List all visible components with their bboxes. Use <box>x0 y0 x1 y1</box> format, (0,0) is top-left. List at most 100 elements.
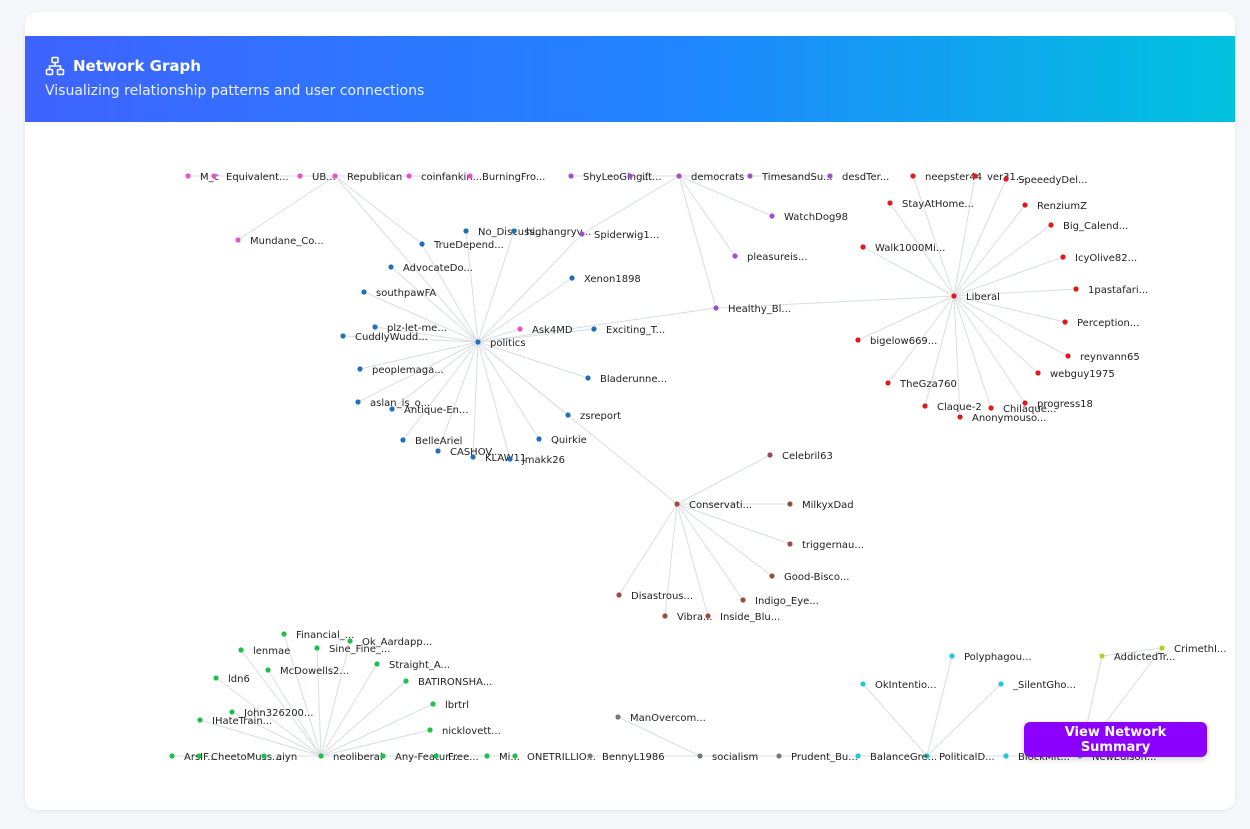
graph-node[interactable]: aiyn <box>261 752 297 763</box>
graph-node[interactable]: BalanceGre... <box>855 752 937 763</box>
graph-node-dot[interactable] <box>340 333 346 339</box>
graph-node-dot[interactable] <box>565 412 571 418</box>
graph-node[interactable]: Liberal <box>951 292 1000 303</box>
graph-node-dot[interactable] <box>1022 202 1028 208</box>
graph-node-dot[interactable] <box>910 173 916 179</box>
graph-node-dot[interactable] <box>265 667 271 673</box>
graph-node-dot[interactable] <box>972 173 978 179</box>
graph-node-dot[interactable] <box>475 339 481 345</box>
graph-node-dot[interactable] <box>767 452 773 458</box>
graph-node-dot[interactable] <box>922 403 928 409</box>
graph-node[interactable]: Spiderwig1... <box>579 230 659 241</box>
graph-node-dot[interactable] <box>769 213 775 219</box>
graph-node[interactable]: Any-Featur... <box>380 752 458 763</box>
graph-node-dot[interactable] <box>213 675 219 681</box>
graph-node-dot[interactable] <box>676 173 682 179</box>
graph-node[interactable]: politics <box>475 338 525 349</box>
graph-node-dot[interactable] <box>1048 222 1054 228</box>
graph-node[interactable]: TimesandSu... <box>747 172 833 183</box>
graph-node[interactable]: ShyLeoGing... <box>568 172 652 183</box>
graph-node-dot[interactable] <box>1003 753 1009 759</box>
graph-node-dot[interactable] <box>197 717 203 723</box>
graph-node[interactable]: Walk1000Mi... <box>860 243 945 254</box>
graph-node[interactable]: Perception... <box>1062 318 1139 329</box>
graph-node[interactable]: neoliberal <box>318 752 383 763</box>
graph-node[interactable]: neepster44 <box>910 172 982 183</box>
graph-node[interactable]: democrats <box>676 172 744 183</box>
graph-node[interactable]: bigelow669... <box>855 336 937 347</box>
graph-node[interactable]: Quirkie <box>536 435 587 446</box>
graph-node[interactable]: TrueDepend... <box>419 240 504 251</box>
graph-node[interactable]: Good-Bisco... <box>769 572 849 583</box>
graph-node-dot[interactable] <box>1062 319 1068 325</box>
graph-node-dot[interactable] <box>860 244 866 250</box>
graph-node-dot[interactable] <box>261 753 267 759</box>
graph-node[interactable]: RenziumZ <box>1022 201 1087 212</box>
graph-node[interactable]: MilkyxDad <box>787 500 854 511</box>
graph-node-dot[interactable] <box>568 173 574 179</box>
graph-node[interactable]: _SilentGho... <box>998 680 1076 691</box>
graph-node-dot[interactable] <box>185 173 191 179</box>
graph-node[interactable]: Claque-2 <box>922 402 982 413</box>
graph-node[interactable]: AddictedTr... <box>1099 652 1175 663</box>
graph-node-dot[interactable] <box>887 200 893 206</box>
graph-node[interactable]: reynvann65 <box>1065 352 1140 363</box>
graph-node[interactable]: Anonymouso... <box>957 413 1046 424</box>
graph-node[interactable]: Celebril63 <box>767 451 833 462</box>
graph-node[interactable]: pleasureis... <box>732 252 808 263</box>
graph-node-dot[interactable] <box>747 173 753 179</box>
graph-node-dot[interactable] <box>949 653 955 659</box>
graph-node-dot[interactable] <box>787 501 793 507</box>
graph-node[interactable]: Financial_... <box>281 630 354 641</box>
graph-node[interactable]: Disastrous... <box>616 591 693 602</box>
graph-node-dot[interactable] <box>332 173 338 179</box>
graph-node-dot[interactable] <box>347 638 353 644</box>
graph-node[interactable]: BurningFro... <box>467 172 545 183</box>
graph-node[interactable]: Bladerunne... <box>585 374 667 385</box>
graph-node-dot[interactable] <box>211 173 217 179</box>
graph-node[interactable]: CASHOV... <box>435 447 500 458</box>
graph-node[interactable]: Ok_Aardapp... <box>347 637 432 648</box>
graph-node-dot[interactable] <box>860 681 866 687</box>
graph-node-dot[interactable] <box>470 454 476 460</box>
graph-node-dot[interactable] <box>357 366 363 372</box>
graph-node[interactable]: John326200... <box>229 708 313 719</box>
graph-node-dot[interactable] <box>585 375 591 381</box>
graph-node[interactable]: UB... <box>297 172 336 183</box>
graph-node-dot[interactable] <box>484 753 490 759</box>
graph-node[interactable]: CheetoMuss... <box>196 752 282 763</box>
view-network-summary-button[interactable]: View Network Summary <box>1024 722 1207 757</box>
graph-node-dot[interactable] <box>507 456 513 462</box>
graph-node[interactable]: Prudent_Bu... <box>776 752 858 763</box>
graph-node-dot[interactable] <box>569 275 575 281</box>
graph-node[interactable]: desdTer... <box>827 172 889 183</box>
graph-node[interactable]: peoplemaga... <box>357 365 444 376</box>
graph-node-dot[interactable] <box>229 709 235 715</box>
graph-node[interactable]: IcyOlive82... <box>1060 253 1137 264</box>
graph-node-dot[interactable] <box>281 631 287 637</box>
graph-node[interactable]: Republican <box>332 172 402 183</box>
graph-node[interactable]: M_c <box>185 172 219 183</box>
graph-node[interactable]: OkIntentio... <box>860 680 937 691</box>
graph-node[interactable]: CuddlyWudd... <box>340 332 428 343</box>
graph-node-dot[interactable] <box>400 437 406 443</box>
graph-node-dot[interactable] <box>885 380 891 386</box>
graph-node[interactable]: nicklovett... <box>427 726 501 737</box>
graph-node-dot[interactable] <box>1035 370 1041 376</box>
graph-node[interactable]: StayAtHome... <box>887 199 974 210</box>
graph-node[interactable]: webguy1975 <box>1035 369 1115 380</box>
graph-node[interactable]: 1pastafari... <box>1073 285 1148 296</box>
graph-node-dot[interactable] <box>957 414 963 420</box>
graph-node[interactable]: ManOvercom... <box>615 713 706 724</box>
graph-node-dot[interactable] <box>169 753 175 759</box>
graph-node[interactable]: McDowells2... <box>265 666 349 677</box>
graph-node-dot[interactable] <box>318 753 324 759</box>
graph-node[interactable]: BennyL1986 <box>587 752 665 763</box>
graph-node-dot[interactable] <box>776 753 782 759</box>
graph-node-dot[interactable] <box>512 753 518 759</box>
graph-node-dot[interactable] <box>361 289 367 295</box>
graph-node-dot[interactable] <box>355 399 361 405</box>
graph-node-dot[interactable] <box>674 501 680 507</box>
graph-node[interactable]: Indigo_Eye... <box>740 596 819 607</box>
graph-node-dot[interactable] <box>388 264 394 270</box>
